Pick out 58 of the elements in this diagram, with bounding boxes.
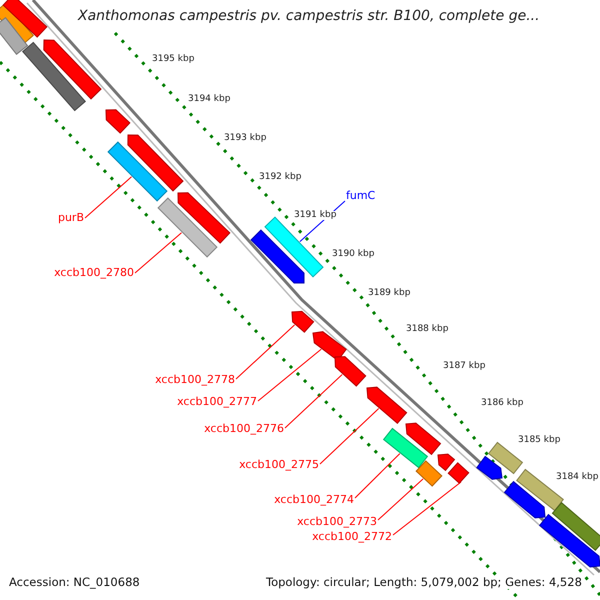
gene-bar — [2, 0, 48, 38]
gene-label: xccb100_2780 — [54, 267, 134, 278]
leader-line — [320, 408, 380, 464]
scale-tick-label: 3193 kbp — [224, 134, 266, 143]
gene-bar — [488, 442, 524, 474]
gene-bar — [0, 17, 28, 55]
leader-line — [378, 478, 424, 520]
gene-bar — [178, 192, 230, 244]
footer-text: Topology: circular; Length: 5,079,002 bp; Genes: 4,528 — [266, 577, 582, 588]
leader-line — [84, 176, 132, 218]
gene-bar — [437, 454, 456, 472]
gene-bar — [448, 462, 470, 484]
scale-tick-label: 3195 kbp — [152, 55, 194, 64]
leader-line — [236, 324, 296, 380]
scale-tick-label: 3187 kbp — [443, 362, 486, 371]
gene-bar — [127, 134, 184, 192]
gene-bar — [416, 460, 442, 487]
gene-label: xccb100_2776 — [204, 423, 284, 434]
scale-tick-label: 3184 kbp — [556, 473, 598, 482]
gene-bar — [250, 229, 304, 284]
gene-label: xccb100_2774 — [274, 494, 354, 505]
gene-label: xccb100_2773 — [297, 516, 377, 527]
leader-line — [354, 453, 400, 498]
gene-bar — [366, 386, 408, 424]
scale-tick-label: 3188 kbp — [406, 325, 448, 334]
gene-label: xccb100_2778 — [155, 374, 235, 385]
gene-bar — [504, 480, 546, 518]
scale-tick-label: 3191 kbp — [294, 211, 336, 220]
gene-label: purB — [58, 212, 84, 223]
gene-bar — [334, 356, 366, 387]
gene-bar — [105, 109, 130, 134]
gene-label: xccb100_2775 — [239, 459, 319, 470]
scale-tick-label: 3192 kbp — [259, 173, 302, 182]
gene-label: xccb100_2777 — [177, 396, 257, 407]
title: Xanthomonas campestris pv. campestris str. B100, complete ge... — [78, 9, 540, 23]
gene-label: xccb100_2772 — [312, 531, 392, 542]
footer-text: Accession: NC_010688 — [9, 577, 140, 588]
leader-line — [134, 232, 182, 274]
gene-bar — [157, 197, 218, 258]
gene-bar — [107, 141, 168, 202]
gene-bar — [22, 42, 86, 112]
gene-label: fumC — [346, 190, 376, 201]
gene-bar — [43, 40, 102, 100]
gene-bar — [312, 331, 347, 362]
gene-bar — [405, 422, 442, 456]
scale-tick-label: 3190 kbp — [332, 250, 374, 259]
gene-bar — [476, 456, 503, 480]
scale-tick-label: 3189 kbp — [368, 289, 410, 298]
gene-bar — [291, 310, 314, 333]
gene-bar — [538, 514, 600, 568]
leader-line — [258, 348, 322, 402]
scale-tick-label: 3185 kbp — [518, 436, 560, 445]
leader-line — [392, 482, 462, 536]
gene-bar — [552, 502, 600, 551]
scale-tick-label: 3194 kbp — [188, 95, 230, 104]
gene-bar — [382, 428, 428, 468]
leader-line — [284, 374, 343, 428]
scale-tick-label: 3186 kbp — [481, 399, 524, 408]
